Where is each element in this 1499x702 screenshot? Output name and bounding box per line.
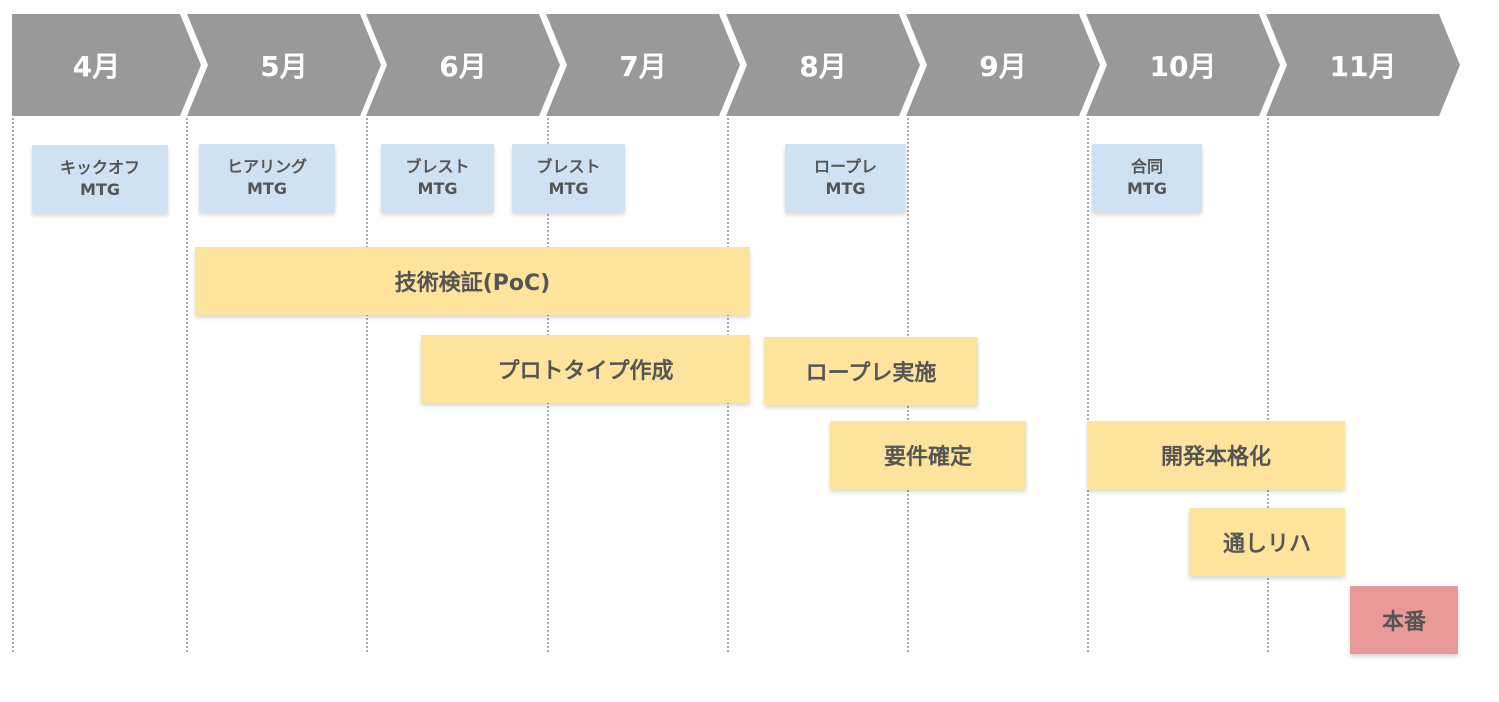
task-rehearsal: 通しリハ — [1189, 508, 1345, 576]
meeting-roleplay: ロープレ MTG — [785, 144, 906, 212]
meeting-title: ブレスト — [405, 157, 470, 176]
launch-note: 本番 — [1350, 586, 1458, 654]
month-divider — [366, 118, 368, 652]
meeting-title: ロープレ — [813, 157, 878, 176]
month-label: 10月 — [1149, 50, 1217, 83]
task-requirements: 要件確定 — [830, 421, 1026, 489]
meeting-hearing: ヒアリング MTG — [199, 144, 335, 212]
month-label: 4月 — [72, 50, 121, 83]
task-label: ロープレ実施 — [805, 361, 937, 386]
task-label: 技術検証(PoC) — [394, 271, 551, 296]
task-poc: 技術検証(PoC) — [195, 247, 750, 315]
meeting-kickoff: キックオフ MTG — [32, 145, 168, 213]
month-chevron-september: 9月 — [906, 14, 1100, 116]
task-prototype: プロトタイプ作成 — [421, 335, 750, 403]
meeting-type: MTG — [247, 179, 287, 198]
month-divider — [186, 118, 188, 652]
meeting-joint: 合同 MTG — [1092, 144, 1202, 212]
meeting-title: ブレスト — [536, 157, 601, 176]
month-chevron-october: 10月 — [1086, 14, 1280, 116]
task-label: 要件確定 — [883, 445, 972, 470]
month-divider — [1087, 118, 1089, 652]
meeting-title: ヒアリング — [226, 157, 307, 176]
month-chevron-july: 7月 — [546, 14, 740, 116]
month-chevron-april: 4月 — [12, 14, 201, 116]
meeting-type: MTG — [1127, 179, 1167, 198]
month-label: 8月 — [799, 50, 847, 83]
meeting-title: 合同 — [1130, 157, 1163, 176]
month-label: 6月 — [439, 50, 487, 83]
month-chevron-may: 5月 — [187, 14, 381, 116]
month-divider — [12, 118, 14, 652]
launch-label: 本番 — [1381, 610, 1426, 635]
month-label: 11月 — [1329, 50, 1397, 83]
meeting-brainstorm-2: ブレスト MTG — [512, 144, 625, 212]
month-divider — [1267, 118, 1269, 652]
month-chevron-june: 6月 — [366, 14, 560, 116]
month-label: 5月 — [260, 50, 308, 83]
meeting-brainstorm-1: ブレスト MTG — [381, 144, 494, 212]
task-label: 通しリハ — [1222, 532, 1311, 557]
task-label: プロトタイプ作成 — [497, 359, 674, 384]
meeting-title: キックオフ — [59, 158, 140, 177]
month-chevron-november: 11月 — [1266, 14, 1460, 116]
task-label: 開発本格化 — [1160, 445, 1271, 470]
meeting-type: MTG — [548, 179, 589, 198]
task-roleplay: ロープレ実施 — [764, 337, 978, 405]
task-development: 開発本格化 — [1087, 421, 1345, 489]
month-chevron-august: 8月 — [726, 14, 920, 116]
month-label: 7月 — [619, 50, 667, 83]
meeting-type: MTG — [825, 179, 866, 198]
meeting-type: MTG — [80, 180, 120, 199]
month-label: 9月 — [979, 50, 1027, 83]
meeting-type: MTG — [417, 179, 458, 198]
